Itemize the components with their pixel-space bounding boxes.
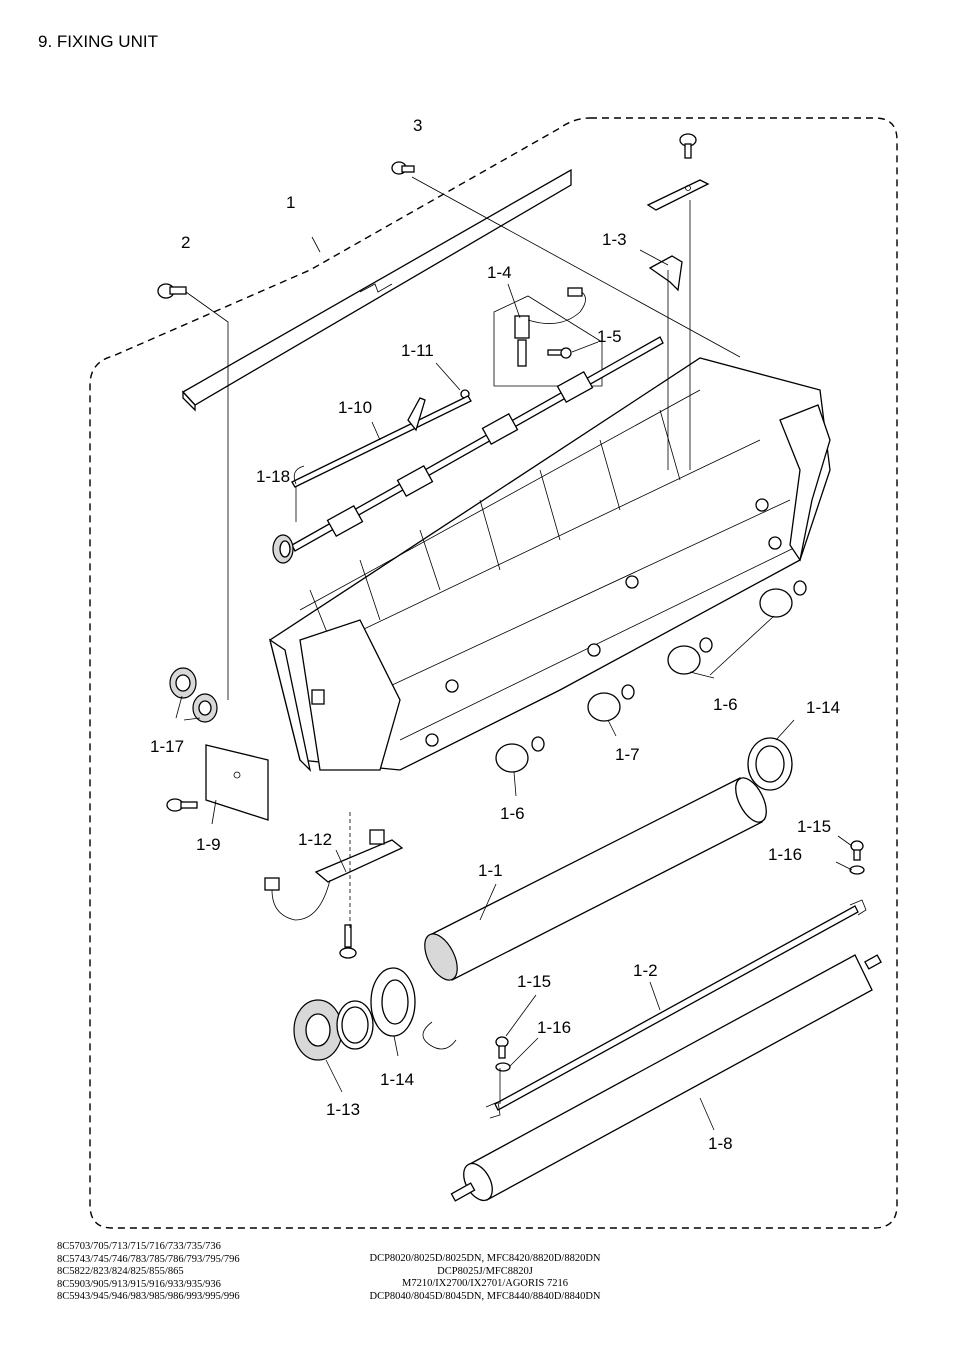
callout-1-4: 1-4 xyxy=(487,263,512,282)
callout-1-16-a: 1-16 xyxy=(768,845,802,864)
sensor-board xyxy=(264,829,404,959)
bushing-1-14-left xyxy=(370,967,416,1037)
screw-2 xyxy=(157,283,187,299)
leader-lines xyxy=(175,176,853,1131)
callout-1-13: 1-13 xyxy=(326,1100,360,1119)
pressure-roller xyxy=(450,954,882,1202)
thermostat-harness xyxy=(493,287,603,387)
screw-washer-left xyxy=(495,1036,511,1072)
screw-3 xyxy=(391,161,415,175)
callout-1-14-a: 1-14 xyxy=(806,698,840,717)
callout-1-14-b: 1-14 xyxy=(380,1070,414,1089)
model-names: DCP8020/8025D/8025DN, MFC8420/8820D/8820… xyxy=(340,1253,630,1303)
heat-roller xyxy=(424,777,767,981)
model-code-line: 8C5903/905/913/915/916/933/935/936 xyxy=(57,1278,221,1290)
callout-1-5: 1-5 xyxy=(597,327,622,346)
plate-1-9 xyxy=(166,744,269,821)
ring-1-14-left xyxy=(336,1000,374,1050)
bushing-1-6-middle xyxy=(667,637,713,675)
callout-1-15-b: 1-15 xyxy=(517,972,551,991)
fixing-frame xyxy=(268,357,831,772)
model-name-line: DCP8020/8025D/8025DN, MFC8420/8820D/8820… xyxy=(369,1253,601,1264)
callout-1-17: 1-17 xyxy=(150,737,184,756)
model-codes: 8C5703/705/713/715/716/733/735/736 8C574… xyxy=(57,1241,240,1304)
gears-1-17 xyxy=(169,667,218,723)
callout-1-7: 1-7 xyxy=(615,745,640,764)
callout-labels: 3 1 2 1-3 1-4 1-5 1-11 1-10 1-18 1-17 1-… xyxy=(150,116,840,1153)
model-code-line: 8C5703/705/713/715/716/733/735/736 xyxy=(57,1241,221,1252)
ring-1-14-right xyxy=(747,737,793,791)
actuator-shaft xyxy=(291,395,472,488)
sensor-actuator xyxy=(648,255,683,292)
gear-1-13 xyxy=(293,999,343,1061)
screw-1-5 xyxy=(547,347,572,359)
callout-1-11: 1-11 xyxy=(401,341,434,360)
model-code-line: 8C5943/945/946/983/985/986/993/995/996 xyxy=(57,1291,240,1303)
callout-2: 2 xyxy=(181,233,190,252)
top-screw-bracket xyxy=(646,133,710,211)
c-clip xyxy=(422,1021,457,1050)
model-name-line: DCP8025J/MFC8820J xyxy=(437,1265,533,1277)
page-title: 9. FIXING UNIT xyxy=(38,32,158,51)
bushing-1-6-left xyxy=(495,736,545,773)
callout-3: 3 xyxy=(413,116,422,135)
callout-1-9: 1-9 xyxy=(196,835,221,854)
model-name-line: M7210/IX2700/IX2701/AGORIS 7216 xyxy=(402,1278,568,1290)
callout-1-10: 1-10 xyxy=(338,398,372,417)
callout-1-8: 1-8 xyxy=(708,1134,733,1153)
exit-roller-shaft xyxy=(272,336,664,564)
bushing-1-6-right xyxy=(759,580,807,618)
callout-1-12: 1-12 xyxy=(298,830,332,849)
model-name-line: DCP8040/8045D/8045DN, MFC8440/8840D/8840… xyxy=(369,1290,601,1302)
callout-1-18: 1-18 xyxy=(256,467,290,486)
pressure-rod xyxy=(485,899,867,1119)
top-cover-plate xyxy=(181,168,572,412)
callout-1-1: 1-1 xyxy=(478,861,503,880)
callout-1-6-a: 1-6 xyxy=(713,695,738,714)
assembly-boundary xyxy=(89,117,898,1229)
model-code-line: 8C5743/745/746/783/785/786/793/795/796 xyxy=(57,1253,240,1265)
callout-1-16-b: 1-16 xyxy=(537,1018,571,1037)
callout-1: 1 xyxy=(286,193,295,212)
callout-1-3: 1-3 xyxy=(602,230,627,249)
callout-1-2: 1-2 xyxy=(633,961,658,980)
model-code-line: 8C5822/823/824/825/855/865 xyxy=(57,1266,184,1278)
callout-1-6-b: 1-6 xyxy=(500,804,525,823)
screw-washer-right xyxy=(849,840,865,875)
callout-1-15-a: 1-15 xyxy=(797,817,831,836)
bushing-1-7 xyxy=(587,684,635,722)
